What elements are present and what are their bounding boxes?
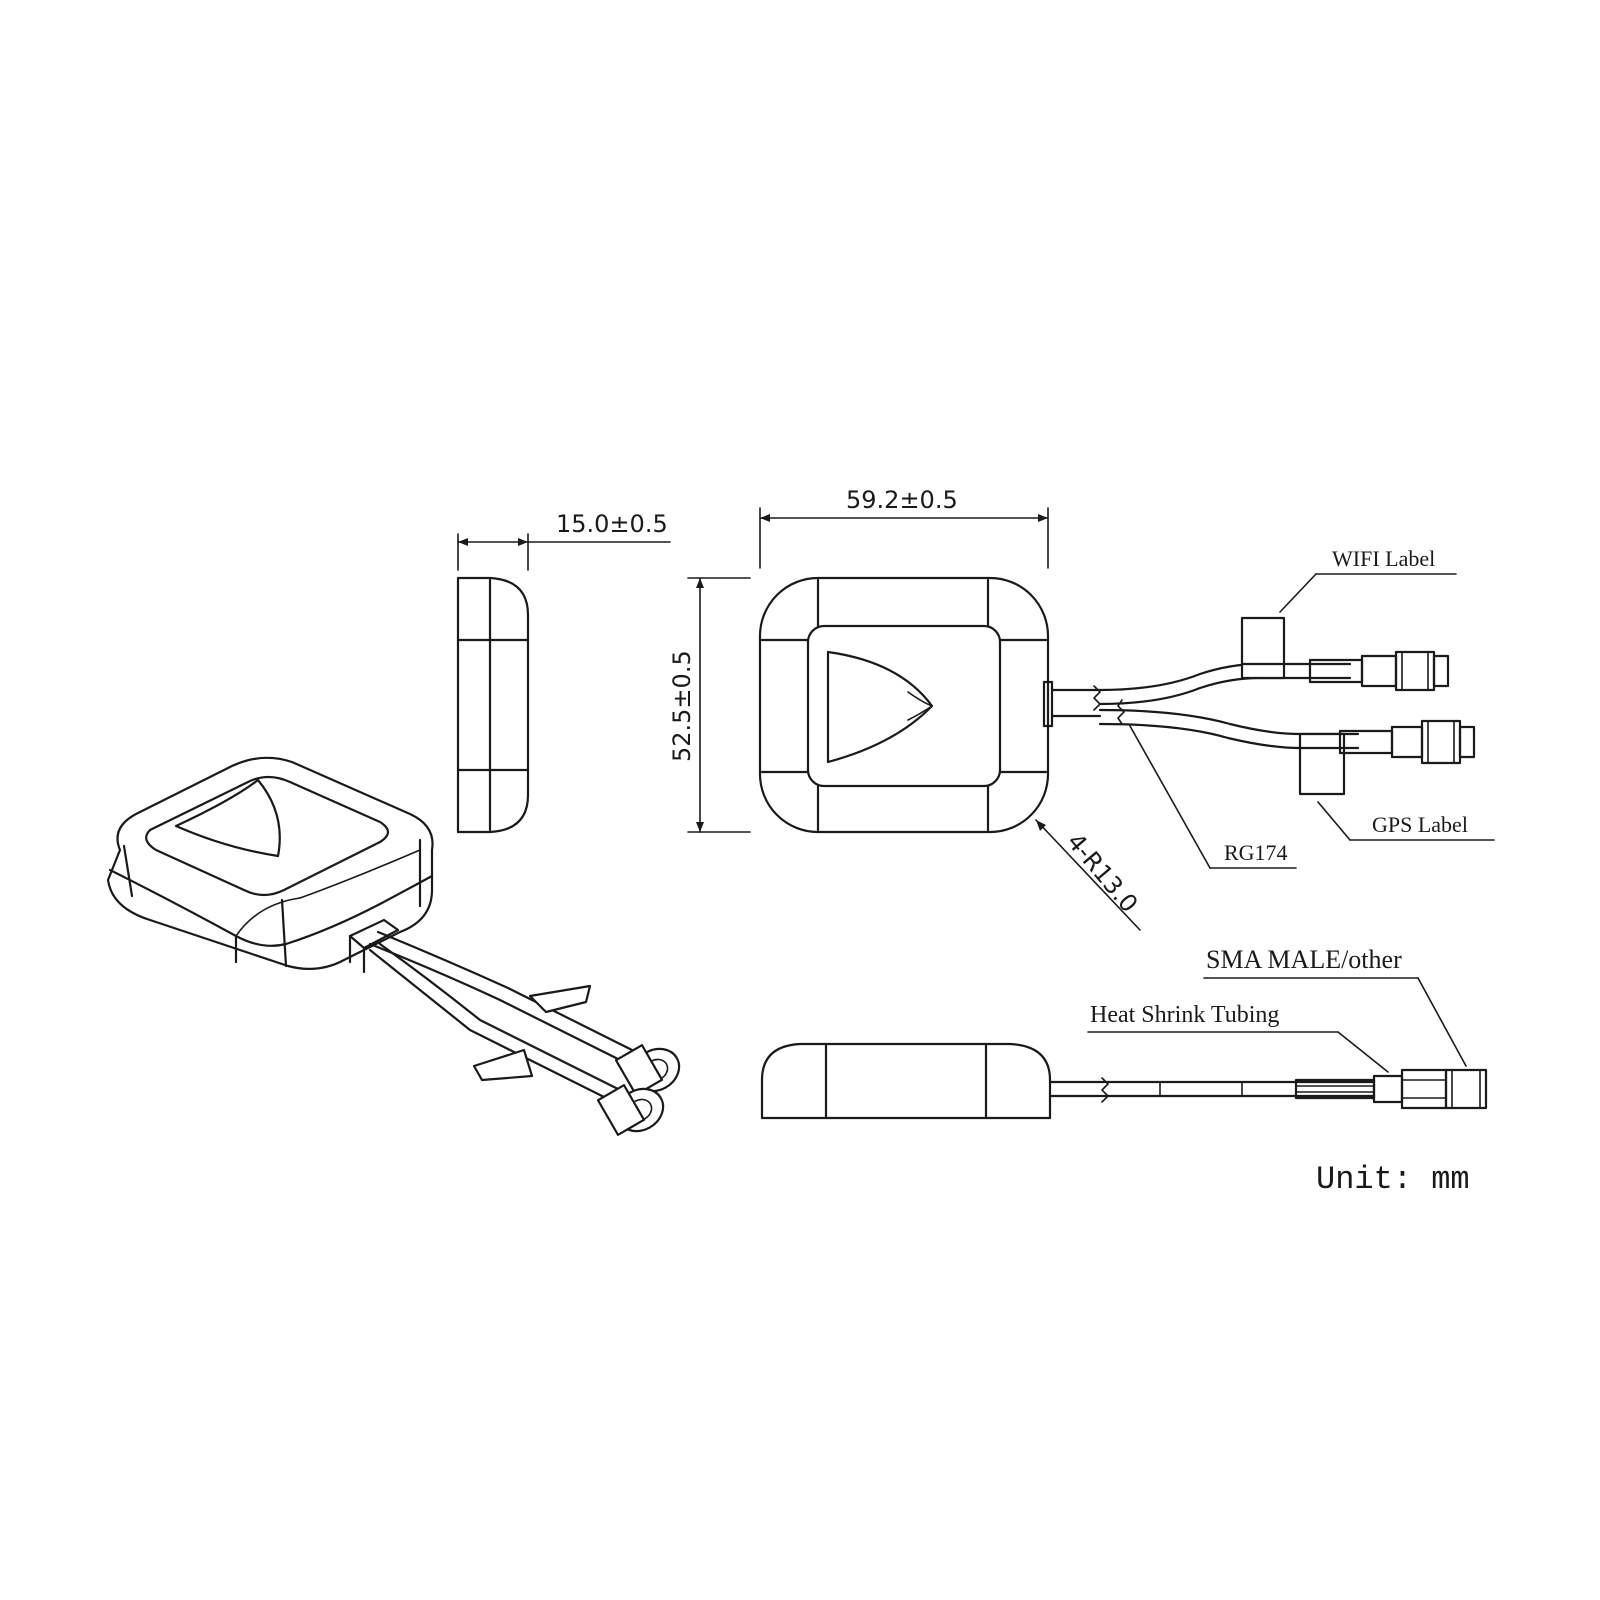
heat-shrink-callout: Heat Shrink Tubing (1090, 1002, 1279, 1028)
top-view-dimensions (687, 507, 1141, 931)
top-view-callouts (1129, 573, 1495, 869)
connector-callout: SMA MALE/other (1206, 945, 1402, 974)
cable-type-callout: RG174 (1224, 840, 1288, 865)
unit-note: Unit: mm (1316, 1161, 1470, 1198)
width-dimension: 59.2±0.5 (846, 486, 958, 514)
gps-label-callout: GPS Label (1372, 812, 1468, 837)
thickness-dimension: 15.0±0.5 (556, 510, 668, 538)
isometric-view (106, 756, 681, 1136)
top-view-cables (1093, 616, 1476, 796)
height-dimension: 52.5±0.5 (668, 650, 696, 762)
top-view (758, 576, 1102, 834)
front-view-callouts (1087, 977, 1467, 1073)
front-view (760, 1042, 1488, 1120)
side-view (456, 533, 671, 834)
wifi-label-callout: WIFI Label (1332, 546, 1435, 571)
radius-dimension: 4-R13.0 (1061, 828, 1143, 918)
